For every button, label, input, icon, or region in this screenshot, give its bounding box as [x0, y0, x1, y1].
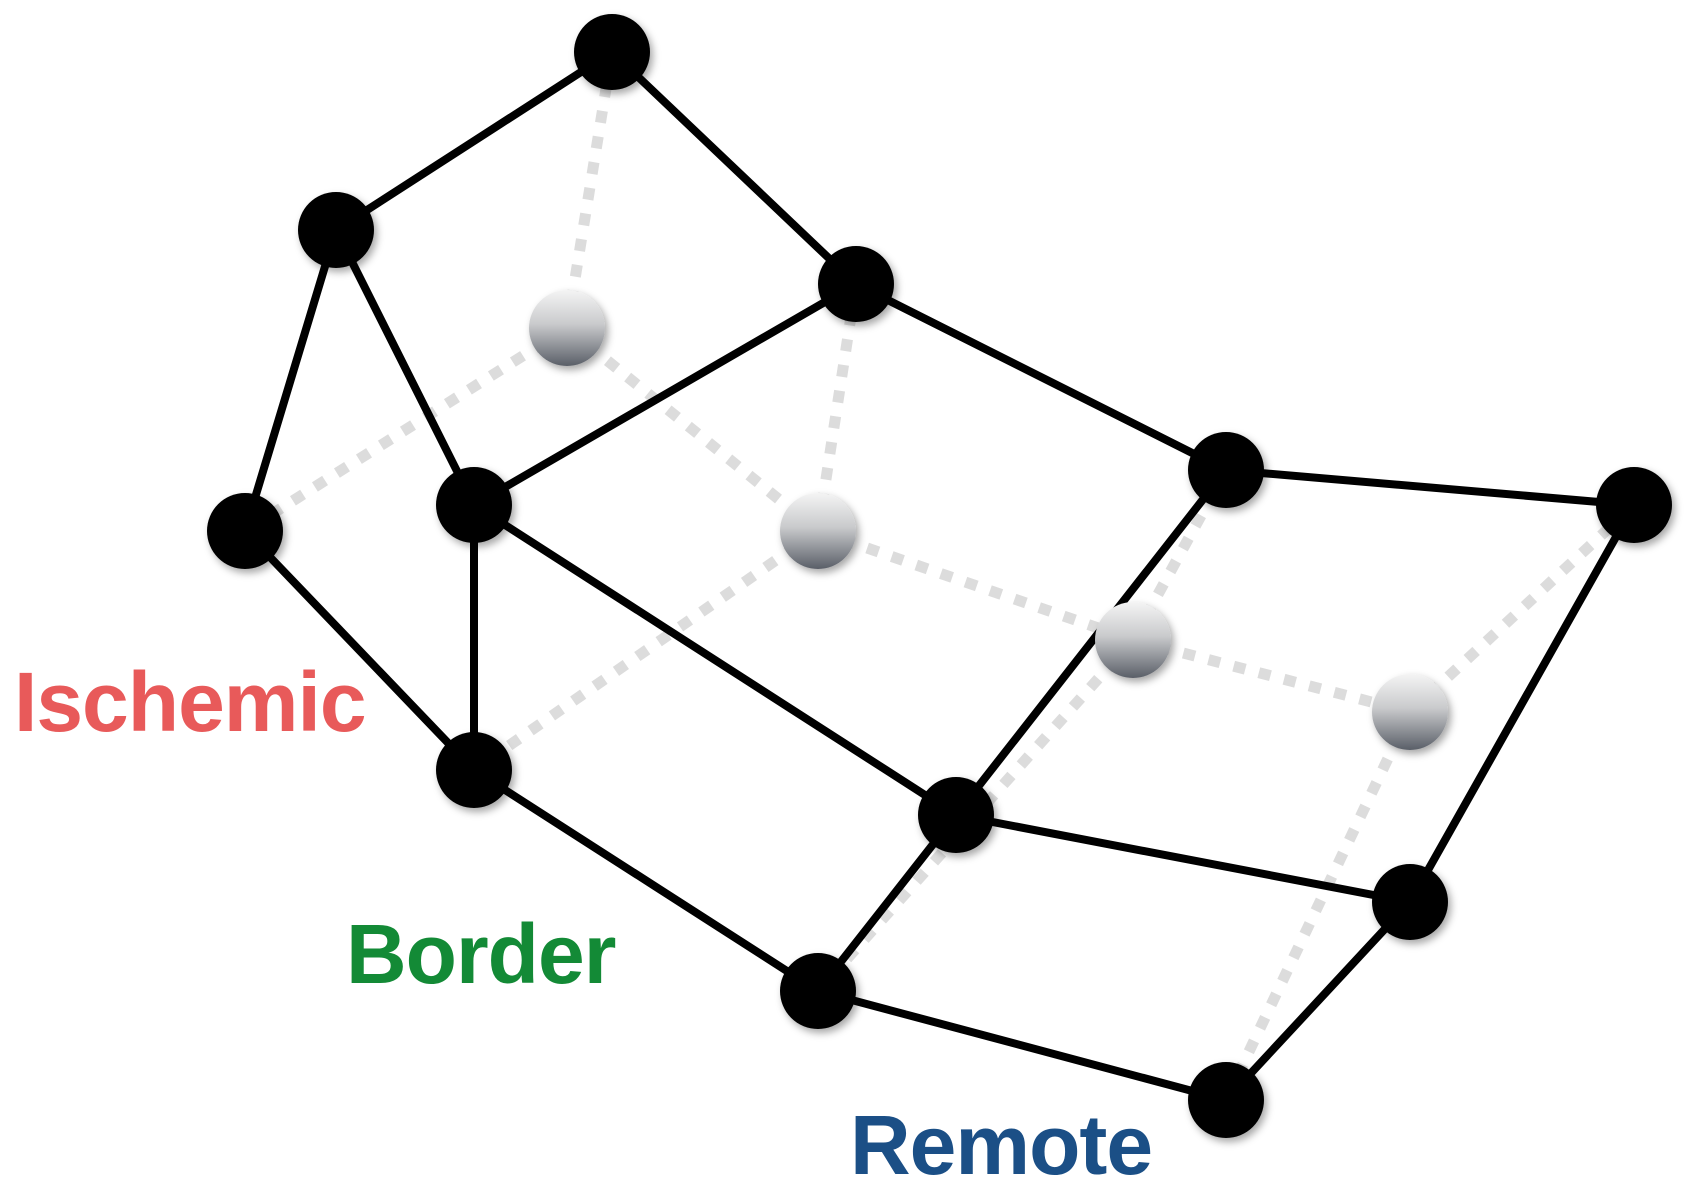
- primary-edge: [332, 48, 616, 234]
- primary-node: [207, 493, 283, 569]
- dual-edge: [561, 51, 618, 329]
- primary-node: [1188, 1062, 1264, 1138]
- primary-node: [436, 467, 512, 543]
- primary-edge: [1406, 501, 1638, 906]
- dual-edge: [563, 323, 822, 536]
- primary-edge: [608, 48, 860, 288]
- dual-edge: [1406, 500, 1638, 717]
- primary-node: [436, 732, 512, 808]
- primary-node: [918, 777, 994, 853]
- primary-node: [574, 14, 650, 90]
- dual-edge: [812, 283, 862, 532]
- dual-node: [1095, 602, 1171, 678]
- border-label: Border: [346, 907, 616, 1001]
- primary-edge: [1222, 898, 1414, 1104]
- dual-edge: [1221, 709, 1415, 1103]
- primary-edge: [1222, 466, 1638, 509]
- dual-node: [529, 290, 605, 366]
- dual-edge: [1131, 634, 1412, 718]
- dual-node: [1372, 674, 1448, 750]
- primary-edge: [814, 987, 1230, 1104]
- primary-edge: [241, 527, 478, 774]
- primary-edge: [470, 280, 860, 509]
- ischemic-label: Ischemic: [14, 655, 367, 749]
- primary-edge: [241, 226, 340, 535]
- dual-nodes-group: [529, 290, 1448, 750]
- dual-edge: [816, 525, 1135, 646]
- primary-node: [1596, 467, 1672, 543]
- primary-nodes-group: [207, 14, 1672, 1138]
- dual-edge: [470, 526, 822, 775]
- primary-edge: [470, 501, 960, 819]
- primary-node: [1372, 864, 1448, 940]
- primary-node: [1188, 432, 1264, 508]
- remote-label: Remote: [850, 1098, 1153, 1192]
- primary-node: [818, 246, 894, 322]
- dual-edge: [242, 323, 570, 536]
- primary-edge: [952, 811, 1414, 906]
- primary-node: [780, 953, 856, 1029]
- primary-edges-group: [241, 48, 1638, 1104]
- primary-edge: [952, 466, 1230, 819]
- primary-node: [298, 192, 374, 268]
- primary-edge: [470, 766, 822, 995]
- primary-edge: [852, 280, 1230, 474]
- dual-node: [780, 493, 856, 569]
- primary-edge: [332, 226, 478, 509]
